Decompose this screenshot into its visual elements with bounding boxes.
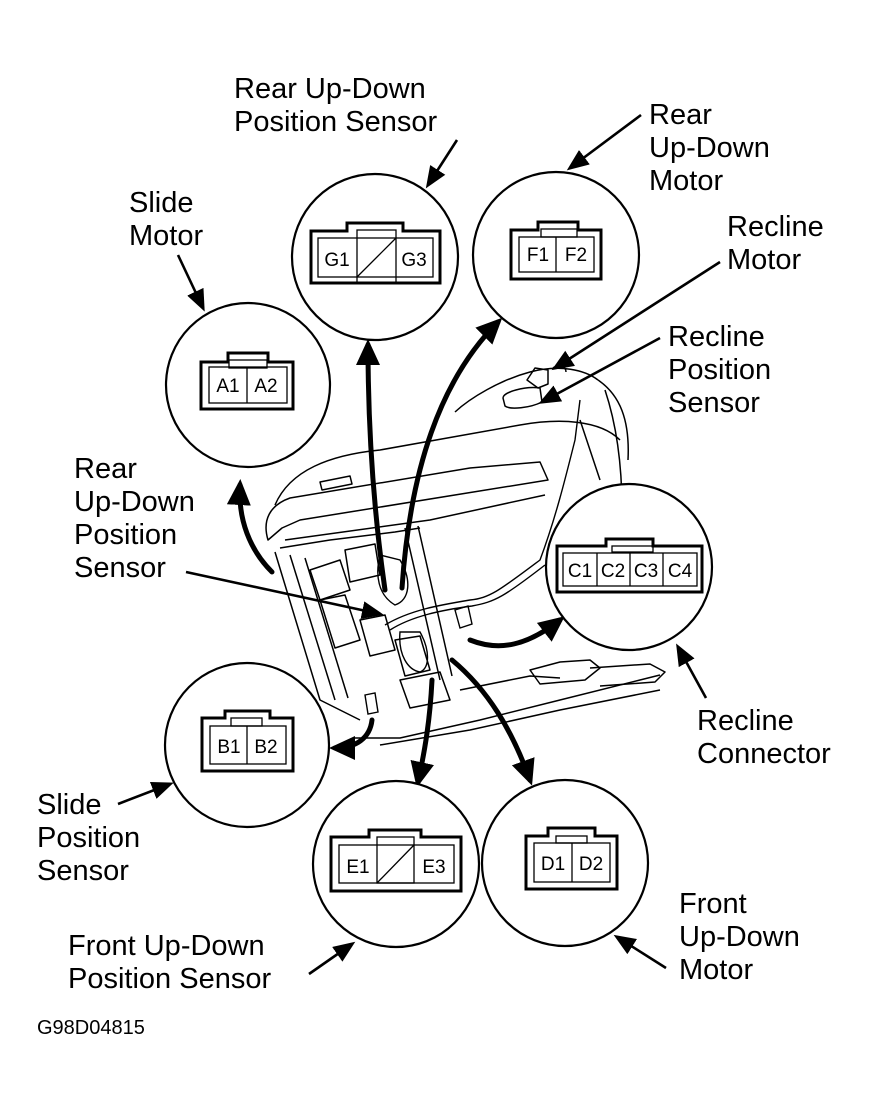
- label-slide-motor-line1: Slide: [129, 187, 194, 219]
- front-up-down-motor-connector[interactable]: D1 D2: [480, 778, 650, 948]
- label-rear-ud-pos-sensor-line1: Rear Up-Down: [234, 73, 426, 105]
- label-leader-arrows: [117, 113, 721, 976]
- front-up-down-position-sensor-connector[interactable]: E1 E3: [311, 779, 481, 949]
- slide-position-sensor-connector[interactable]: B1 B2: [163, 661, 331, 829]
- pin-d1: D1: [541, 854, 565, 875]
- label-rear-ud-pos-sensor2-line3: Position: [74, 519, 177, 551]
- label-rear-ud-motor-line1: Rear: [649, 99, 712, 131]
- pin-f2: F2: [565, 245, 587, 266]
- label-front-ud-pos-sensor-line1: Front Up-Down: [68, 930, 265, 962]
- pin-a1: A1: [216, 376, 239, 397]
- location-arrows: [226, 317, 565, 788]
- label-slide-pos-sensor-line2: Position: [37, 822, 140, 854]
- label-front-ud-motor-line3: Motor: [679, 954, 753, 986]
- seat-frame-illustration: [265, 365, 666, 746]
- label-recline-connector-line1: Recline: [697, 705, 794, 737]
- pin-e3: E3: [422, 857, 445, 878]
- label-slide-motor-line2: Motor: [129, 220, 203, 252]
- label-front-ud-motor-line1: Front: [679, 888, 747, 920]
- label-recline-pos-sensor-line1: Recline: [668, 321, 765, 353]
- pin-g3: G3: [401, 250, 426, 271]
- label-rear-ud-pos-sensor-line2: Position Sensor: [234, 106, 437, 138]
- pin-f1: F1: [527, 245, 549, 266]
- label-recline-connector-line2: Connector: [697, 738, 831, 770]
- label-recline-motor-line2: Motor: [727, 244, 801, 276]
- label-recline-pos-sensor-line3: Sensor: [668, 387, 760, 419]
- label-slide-pos-sensor-line3: Sensor: [37, 855, 129, 887]
- label-recline-motor-line1: Recline: [727, 211, 824, 243]
- label-front-ud-pos-sensor-line2: Position Sensor: [68, 963, 271, 995]
- label-recline-pos-sensor-line2: Position: [668, 354, 771, 386]
- label-rear-ud-pos-sensor2-line1: Rear: [74, 453, 137, 485]
- label-rear-ud-pos-sensor2-line2: Up-Down: [74, 486, 195, 518]
- figure-code: G98D04815: [37, 1017, 145, 1039]
- component-labels: Slide Motor Rear Up-Down Position Sensor…: [37, 73, 831, 1039]
- pin-c2: C2: [601, 561, 625, 582]
- label-rear-ud-motor-line2: Up-Down: [649, 132, 770, 164]
- rear-up-down-motor-connector[interactable]: F1 F2: [471, 170, 641, 340]
- label-rear-ud-motor-line3: Motor: [649, 165, 723, 197]
- label-front-ud-motor-line2: Up-Down: [679, 921, 800, 953]
- pin-g1: G1: [324, 250, 349, 271]
- pin-c3: C3: [634, 561, 658, 582]
- pin-d2: D2: [579, 854, 603, 875]
- slide-motor-connector[interactable]: A1 A2: [164, 301, 332, 469]
- pin-c4: C4: [668, 561, 693, 582]
- pin-a2: A2: [254, 376, 277, 397]
- pin-b1: B1: [217, 737, 240, 758]
- pin-e1: E1: [346, 857, 369, 878]
- rear-up-down-position-sensor-connector[interactable]: G1 G3: [290, 172, 460, 342]
- pin-b2: B2: [254, 737, 277, 758]
- label-rear-ud-pos-sensor2-line4: Sensor: [74, 552, 166, 584]
- recline-connector[interactable]: C1 C2 C3 C4: [544, 482, 714, 652]
- pin-c1: C1: [568, 561, 592, 582]
- label-slide-pos-sensor-line1: Slide: [37, 789, 102, 821]
